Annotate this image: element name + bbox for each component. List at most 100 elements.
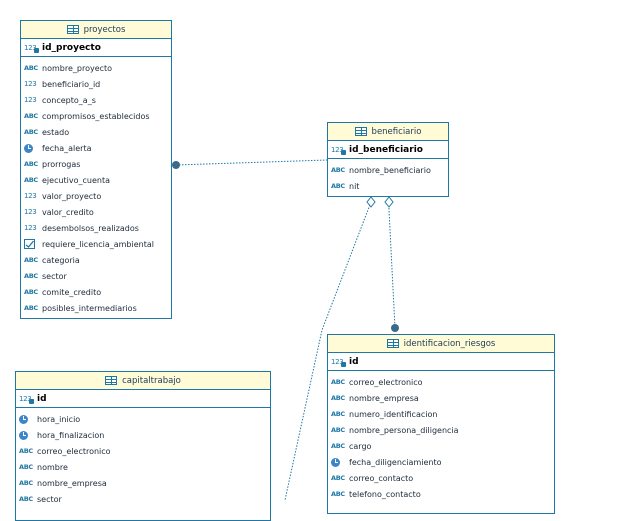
column-row[interactable]: 123 concepto_a_s [21,92,171,108]
column-row[interactable]: hora_finalizacion [16,427,270,443]
column-label: concepto_a_s [42,95,96,105]
numeric-type-icon: 123 [24,96,37,104]
column-list: ABC nombre_proyecto 123 beneficiario_id 123 c… [21,57,171,316]
primary-key-icon: 123 [331,358,346,367]
column-label: hora_finalizacion [37,430,105,440]
column-row[interactable]: ABC prorrogas [21,156,171,172]
column-label: beneficiario_id [42,79,101,89]
primary-key-row[interactable]: 123 id_proyecto [21,39,171,57]
text-type-icon: ABC [19,447,33,455]
column-label: desembolsos_realizados [42,223,139,233]
text-type-icon: ABC [24,160,38,168]
primary-key-icon: 123 [24,44,39,53]
column-label: valor_credito [42,207,94,217]
table-icon [386,339,399,348]
entity-header[interactable]: capitaltrabajo [16,372,270,390]
primary-key-row[interactable]: 123 id [328,353,554,371]
checkbox-icon [24,239,39,249]
text-type-icon: ABC [19,463,33,471]
table-icon [105,376,118,385]
column-row[interactable]: 123 beneficiario_id [21,76,171,92]
primary-key-icon: 123 [19,395,34,404]
column-label: correo_electronico [349,377,423,387]
column-row[interactable]: requiere_licencia_ambiental [21,236,171,252]
primary-key-row[interactable]: 123 id_beneficiario [328,141,448,159]
column-row[interactable]: ABC nombre_proyecto [21,60,171,76]
column-row[interactable]: ABC nombre [16,459,270,475]
primary-key-label: id [349,356,359,367]
entity-proyectos[interactable]: proyectos 123 id_proyecto ABC nombre_proy… [20,20,172,319]
column-label: fecha_alerta [42,143,92,153]
text-type-icon: ABC [331,442,345,450]
column-row[interactable]: hora_inicio [16,411,270,427]
column-label: nombre_persona_diligencia [349,425,459,435]
column-label: nombre [37,462,68,472]
entity-title: proyectos [83,24,126,35]
relationship-connectors [172,159,399,500]
er-diagram-canvas: proyectos 123 id_proyecto ABC nombre_proy… [15,20,555,521]
column-row[interactable]: fecha_diligenciamiento [328,454,554,470]
column-row[interactable]: ABC telefono_contacto [328,486,554,502]
numeric-type-icon: 123 [24,192,37,200]
text-type-icon: ABC [24,112,38,120]
entity-capitaltrabajo[interactable]: capitaltrabajo 123 id hora_inicio hora_fi… [15,371,271,521]
entity-header[interactable]: identificacion_riesgos [328,335,554,353]
relation-beneficiario-capitaltrabajo[interactable] [284,201,372,500]
entity-header[interactable]: beneficiario [328,123,448,141]
column-label: telefono_contacto [349,489,421,499]
column-label: prorrogas [42,159,81,169]
column-label: fecha_diligenciamiento [349,457,442,467]
clock-icon [24,143,33,153]
column-row[interactable]: fecha_alerta [21,140,171,156]
column-label: sector [37,494,62,504]
primary-key-label: id [37,393,47,404]
primary-key-label: id_proyecto [42,42,101,53]
relation-beneficiario-diamond-b [366,196,376,208]
entity-header[interactable]: proyectos [21,21,171,39]
relation-proyectos-beneficiario[interactable] [175,159,328,166]
clock-icon [19,414,28,424]
relation-endpoint-proyectos [172,161,180,169]
text-type-icon: ABC [331,474,345,482]
table-icon [354,127,367,136]
column-label: comite_credito [42,287,102,297]
text-type-icon: ABC [24,272,38,280]
column-label: nombre_proyecto [42,63,113,73]
column-row[interactable]: ABC sector [21,268,171,284]
clock-icon [19,430,28,440]
column-label: numero_identificacion [349,409,438,419]
text-type-icon: ABC [24,64,38,72]
text-type-icon: ABC [19,479,33,487]
numeric-type-icon: 123 [24,80,37,88]
primary-key-row[interactable]: 123 id [16,390,270,408]
text-type-icon: ABC [331,166,345,174]
text-type-icon: ABC [331,490,345,498]
relation-beneficiario-identificacion-riesgos[interactable] [388,202,396,329]
relation-endpoint-identificacion-riesgos [391,324,399,332]
column-label: sector [42,271,67,281]
